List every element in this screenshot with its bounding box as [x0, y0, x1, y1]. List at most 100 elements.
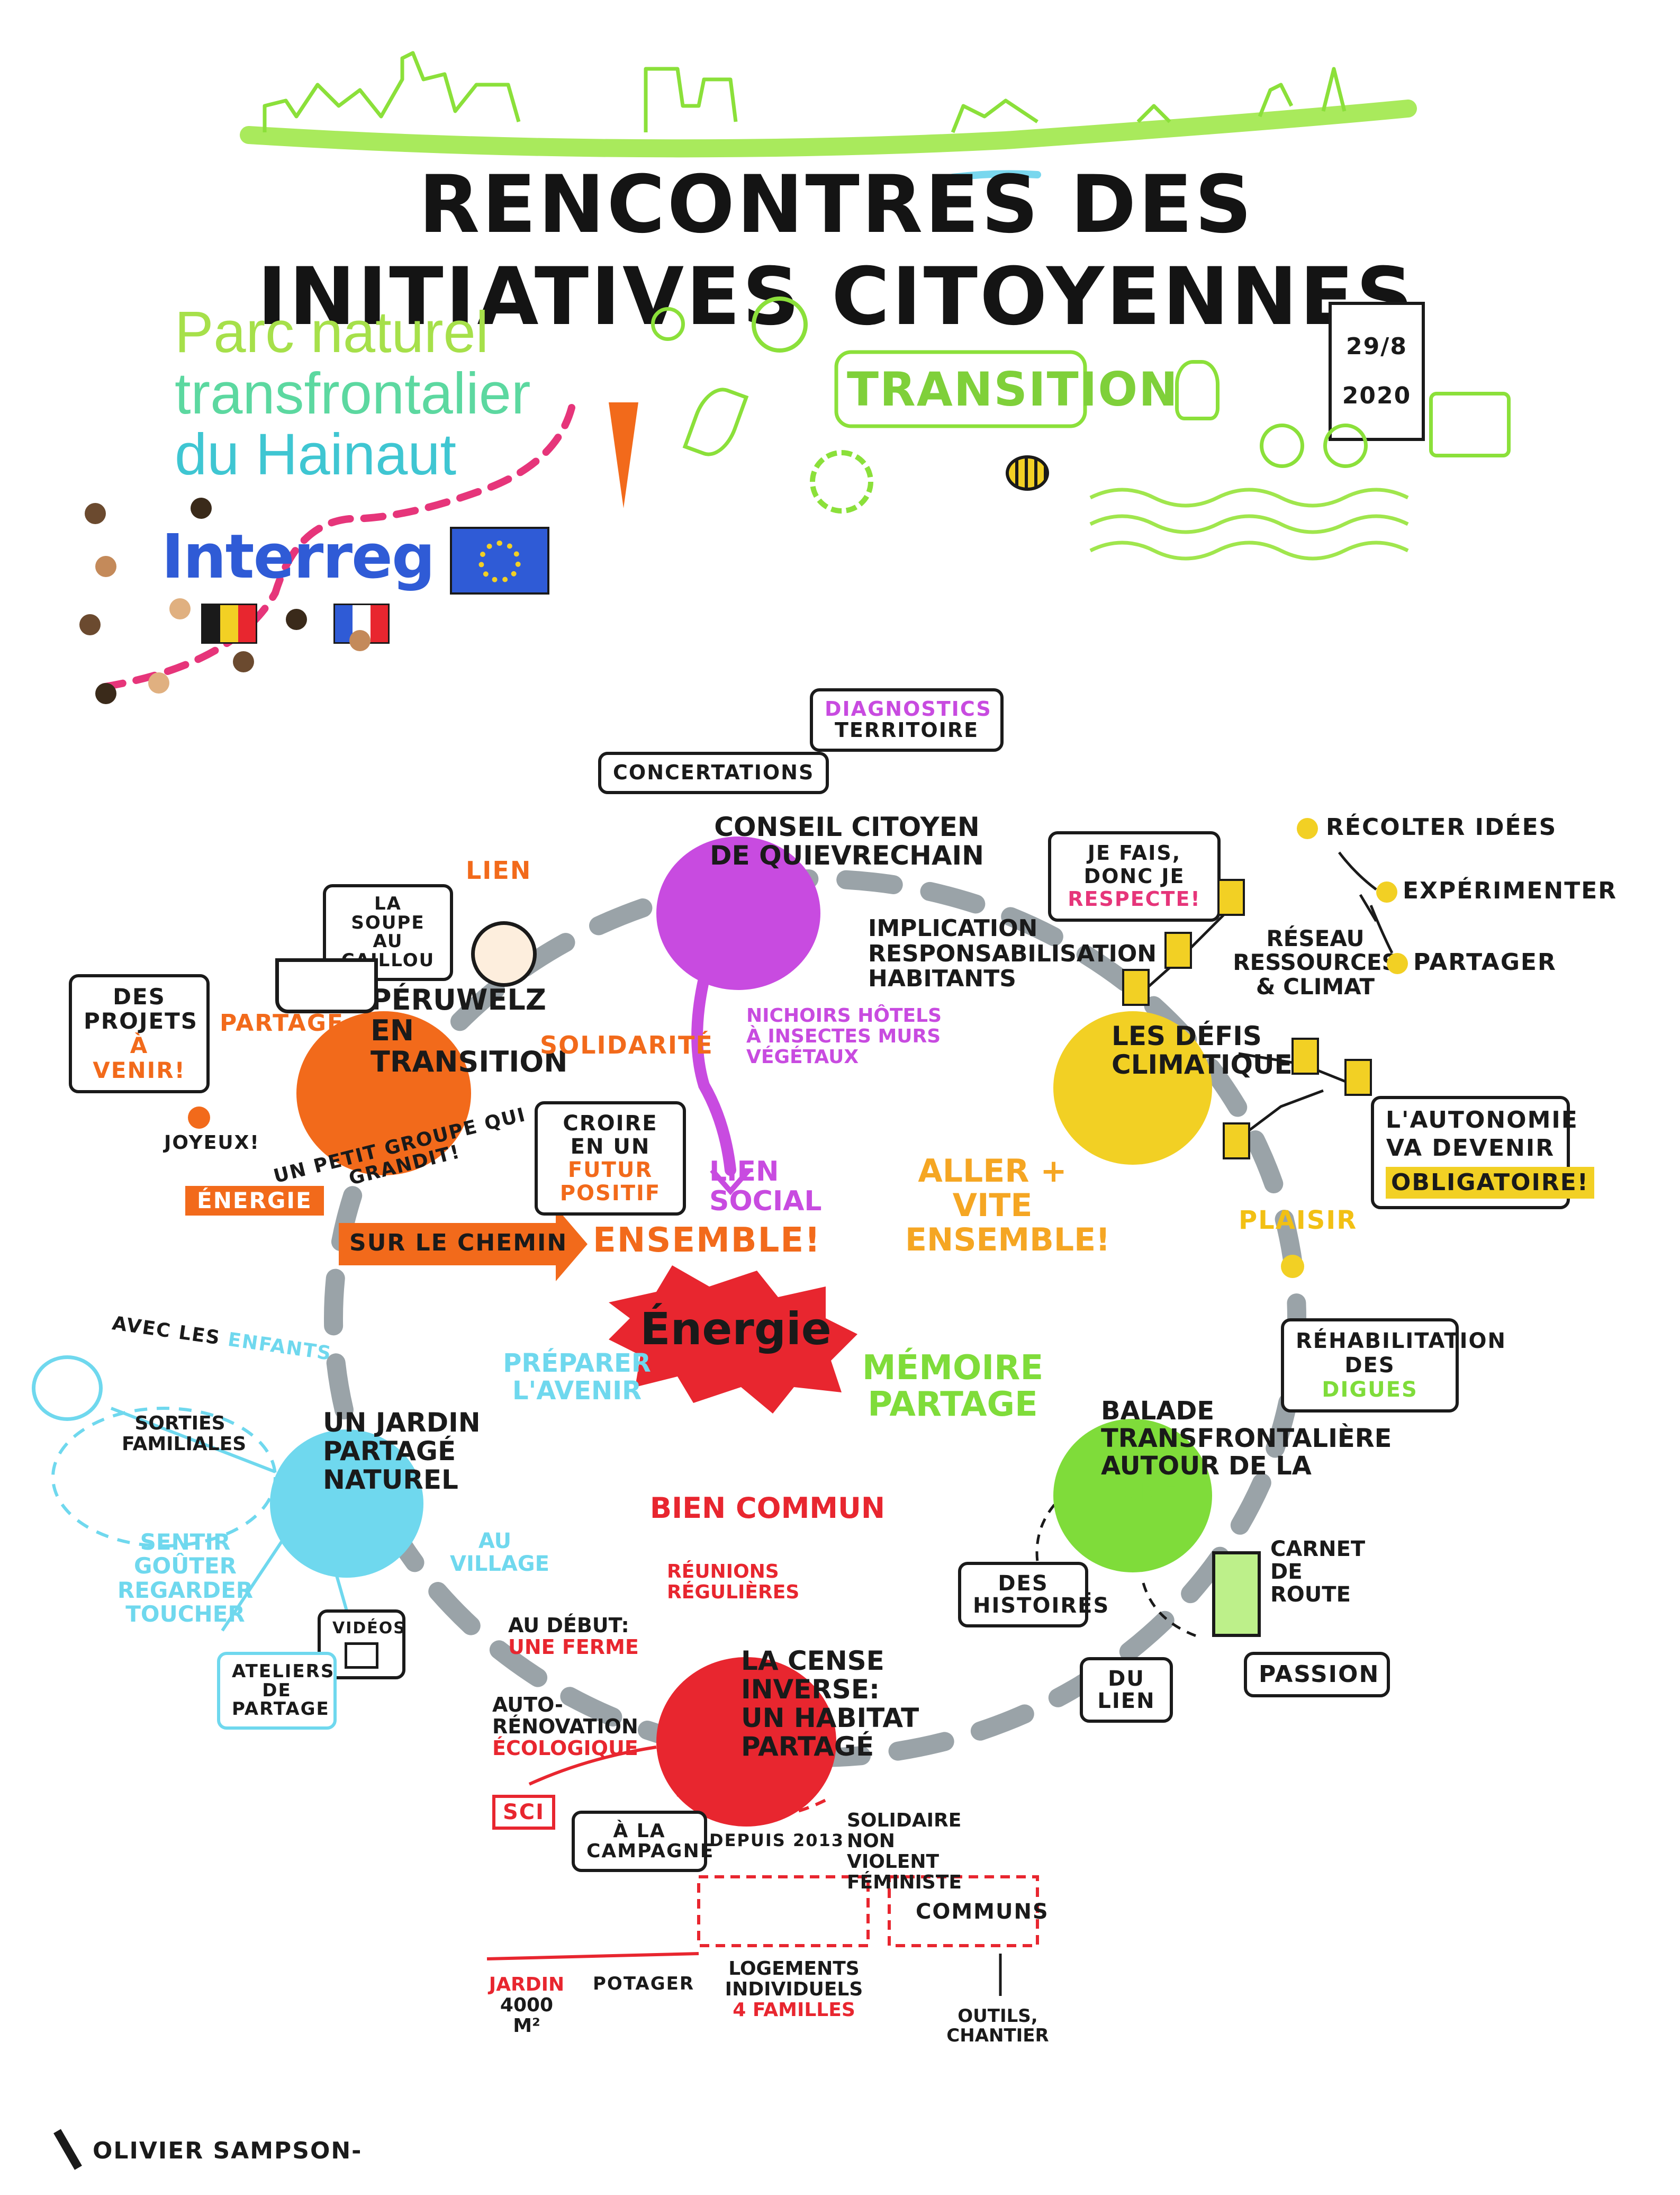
outils-text: Outils, chantier: [946, 2005, 1049, 2046]
autonomie-box: L'autonomie va devenir obligatoire!: [1371, 1096, 1594, 1210]
diagnostics-label: Diagnostics: [825, 697, 992, 721]
experimenter-dot: [1376, 881, 1397, 903]
energie-tag: Énergie: [185, 1186, 324, 1216]
partager-dot: [1387, 953, 1408, 974]
violet-drip: [691, 952, 736, 1176]
waves-icon: [1089, 488, 1409, 561]
lien-tag: Lien: [466, 856, 532, 885]
diagnostics-box: Diagnostics territoire: [810, 688, 1004, 752]
node-balade-circle: [1053, 1419, 1212, 1572]
node-cense-circle: [656, 1657, 836, 1827]
aller-vite-text: Aller + vite ensemble!: [905, 1153, 1110, 1258]
je-fais-line-1: Je fais, donc je: [1083, 841, 1185, 888]
bee-icon: [1006, 455, 1049, 491]
sentir-text: Sentir goûter regarder toucher: [117, 1529, 254, 1627]
nichoirs-text: Nichoirs hôtels à insectes murs végétaux: [746, 1005, 942, 1068]
node-defis-title: Les défis climatiques: [1112, 1021, 1312, 1080]
chemin-label: Sur le chemin: [349, 1229, 568, 1256]
node-defis-circle: [1053, 1011, 1212, 1165]
ateliers-box: Ateliers de partage: [217, 1652, 337, 1730]
tree-icon: [32, 1355, 103, 1421]
projets-line-2: à venir!: [93, 1032, 186, 1083]
obligatoire-line: obligatoire!: [1386, 1166, 1594, 1199]
card-icon: [1217, 879, 1245, 916]
node-jardin-circle: [270, 1429, 423, 1578]
solidaire-text: Solidaire non violent féministe: [847, 1810, 962, 1893]
sun-icon: [752, 296, 808, 353]
potager-label: Potager: [593, 1973, 695, 1994]
camera-icon: [1429, 392, 1511, 457]
projets-line-1: Des projets: [84, 984, 198, 1034]
au-debut-text: Au début: une ferme: [508, 1614, 646, 1659]
date-line-1: 29/8: [1346, 333, 1407, 361]
crowd-icon: [74, 492, 381, 725]
monitor-icon: [345, 1642, 378, 1669]
au-village-text: Au village: [450, 1529, 549, 1577]
partage-tag: Partage: [220, 1010, 344, 1037]
belgium-flag-icon: [201, 604, 257, 644]
skyline-buildings: [263, 51, 1347, 133]
croire-box: Croire en un futur positif: [535, 1101, 686, 1216]
depuis-label: Depuis 2013: [709, 1830, 845, 1850]
rehab-line-1: Réhabilitation des: [1296, 1329, 1506, 1378]
balade-title-text: Balade transfrontalière autour de la: [1101, 1396, 1392, 1481]
du-lien-box: Du lien: [1080, 1657, 1173, 1723]
plaisir-tag: Plaisir: [1239, 1206, 1358, 1235]
croire-line-2: futur: [567, 1158, 653, 1182]
jardin-area-text: Jardin 4000 m²: [487, 1974, 566, 2037]
reunions-text: Réunions régulières: [667, 1561, 800, 1603]
auto-renovation-text: Auto-rénovation écologique: [492, 1694, 662, 1759]
logements-text: Logements individuels 4 familles: [715, 1958, 873, 2021]
recolter-dot: [1297, 818, 1318, 839]
node-cense-title: La cense inverse: un habitat partagé: [741, 1645, 919, 1762]
park-name: Parc naturel transfrontalier du Hainaut: [175, 302, 598, 485]
pot-icon: [275, 958, 378, 1013]
videos-label: Vidéos: [332, 1619, 406, 1638]
park-line-2: transfrontalier: [175, 361, 531, 426]
notebook-icon: [1212, 1551, 1261, 1637]
walker-icon: [651, 307, 685, 341]
carnet-text: Carnet de route: [1270, 1537, 1366, 1607]
solidarite-tag: Solidarité: [540, 1031, 713, 1059]
energie-center-label: Énergie: [640, 1303, 832, 1355]
bicycle-icon: [1260, 413, 1368, 468]
sci-box: SCI: [492, 1795, 556, 1830]
rehab-box: Réhabilitation des digues: [1281, 1318, 1506, 1413]
jardin-area-line-2: 4000 m²: [500, 1994, 554, 2037]
memoire-text: Mémoire partage: [862, 1348, 1044, 1425]
campagne-box: À la campagne: [572, 1811, 713, 1872]
river-icon: [949, 170, 1041, 181]
preparer-text: Préparer l'avenir: [503, 1348, 651, 1406]
card-icon: [1344, 1059, 1372, 1096]
card-icon: [1291, 1038, 1319, 1075]
node-jardin-title: Un jardin partagé naturel: [323, 1407, 481, 1495]
projets-box: Des projets à venir!: [69, 974, 210, 1093]
jardin-area-line-1: Jardin: [489, 1974, 565, 1995]
node-conseil-circle: [656, 836, 820, 990]
passion-box: Passion: [1244, 1652, 1390, 1698]
page-title: Rencontres des initiatives citoyennes: [257, 159, 1415, 343]
croire-line-1: Croire en un: [563, 1111, 658, 1159]
communs-label: Communs: [916, 1900, 1049, 1924]
energie-burst: [609, 1265, 857, 1414]
debut-line-1: Au début:: [508, 1614, 629, 1637]
transition-label: transition: [847, 362, 1179, 417]
reseau-text: Réseau ressources & climat: [1233, 925, 1398, 1000]
rehab-line-2: digues: [1322, 1378, 1418, 1402]
carrot-icon: [609, 402, 638, 508]
skyline-ground: [240, 100, 1417, 158]
date-box: 29/8 2020: [1329, 302, 1425, 441]
plaisir-smiley-icon: [1281, 1255, 1304, 1278]
card-icon: [1122, 969, 1150, 1006]
je-fais-line-2: respecte!: [1068, 887, 1201, 911]
lightbulb-icon: [1175, 360, 1220, 420]
route-dashed: [92, 404, 575, 692]
gear-icon: [810, 450, 873, 514]
card-icon: [1223, 1122, 1250, 1159]
park-line-1: Parc naturel: [175, 300, 489, 365]
logements-line-2: 4 familles: [733, 1999, 855, 2021]
auto-line-1: Auto-rénovation: [492, 1693, 638, 1739]
author-signature: Olivier Sampson-: [93, 2137, 363, 2164]
partager-label: Partager: [1413, 949, 1557, 976]
debut-line-2: une ferme: [508, 1635, 639, 1659]
